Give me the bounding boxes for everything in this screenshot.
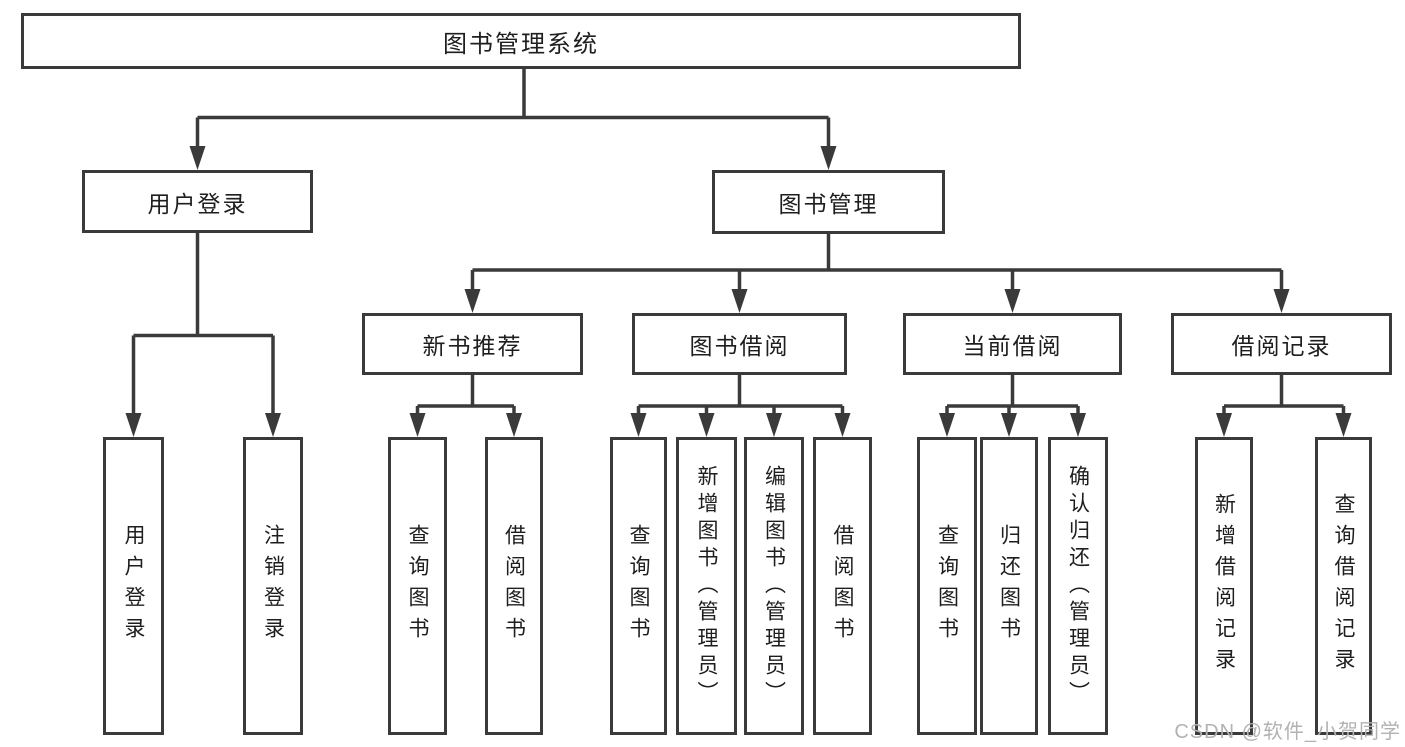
- leaf-logout-label: 注销登录: [261, 524, 285, 648]
- leaf-logout: 注销登录: [243, 437, 303, 735]
- leaf-recommend-query-books-label: 查询图书: [406, 524, 429, 648]
- node-borrowing-records: 借阅记录: [1171, 313, 1392, 375]
- leaf-records-add-record-label: 新增借阅记录: [1212, 493, 1236, 679]
- node-new-book-recommend: 新书推荐: [362, 313, 583, 375]
- leaf-borrowing-query-books-label: 查询图书: [627, 524, 650, 648]
- leaf-current-confirm-return-admin-label: 确认归还（管理员）: [1066, 464, 1090, 708]
- node-current-borrowing: 当前借阅: [903, 313, 1122, 375]
- node-book-management: 图书管理: [712, 170, 945, 234]
- node-book-borrowing: 图书借阅: [632, 313, 847, 375]
- leaf-current-confirm-return-admin: 确认归还（管理员）: [1048, 437, 1108, 735]
- leaf-borrowing-query-books: 查询图书: [610, 437, 667, 735]
- leaf-records-query-record-label: 查询借阅记录: [1332, 493, 1355, 679]
- leaf-recommend-borrow-books-label: 借阅图书: [502, 524, 526, 648]
- leaf-user-login-label: 用户登录: [122, 524, 145, 648]
- node-borrowing-records-label: 借阅记录: [1231, 333, 1332, 359]
- leaf-borrowing-borrow-books-label: 借阅图书: [831, 524, 854, 648]
- leaf-recommend-borrow-books: 借阅图书: [485, 437, 543, 735]
- leaf-current-return-books: 归还图书: [980, 437, 1038, 735]
- leaf-borrowing-add-books-admin: 新增图书（管理员）: [676, 437, 737, 735]
- leaf-borrowing-borrow-books: 借阅图书: [813, 437, 872, 735]
- leaf-borrowing-add-books-admin-label: 新增图书（管理员）: [695, 464, 718, 708]
- node-current-borrowing-label: 当前借阅: [962, 333, 1063, 359]
- node-user-login: 用户登录: [82, 170, 313, 233]
- csdn-watermark: CSDN @软件_小贺同学: [1174, 721, 1401, 743]
- leaf-borrowing-edit-books-admin-label: 编辑图书（管理员）: [762, 464, 786, 708]
- node-new-book-recommend-label: 新书推荐: [422, 333, 523, 359]
- node-system-root: 图书管理系统: [21, 13, 1021, 69]
- leaf-borrowing-edit-books-admin: 编辑图书（管理员）: [744, 437, 804, 735]
- leaf-user-login: 用户登录: [103, 437, 164, 735]
- node-book-borrowing-label: 图书借阅: [689, 333, 790, 359]
- node-book-management-label: 图书管理: [778, 191, 879, 217]
- node-system-root-label: 图书管理系统: [443, 30, 599, 58]
- leaf-current-query-books: 查询图书: [917, 437, 977, 735]
- node-user-login-label: 用户登录: [147, 190, 248, 217]
- leaf-current-return-books-label: 归还图书: [997, 524, 1021, 648]
- leaf-records-query-record: 查询借阅记录: [1315, 437, 1372, 735]
- leaf-recommend-query-books: 查询图书: [388, 437, 447, 735]
- leaf-current-query-books-label: 查询图书: [935, 524, 959, 648]
- leaf-records-add-record: 新增借阅记录: [1195, 437, 1253, 735]
